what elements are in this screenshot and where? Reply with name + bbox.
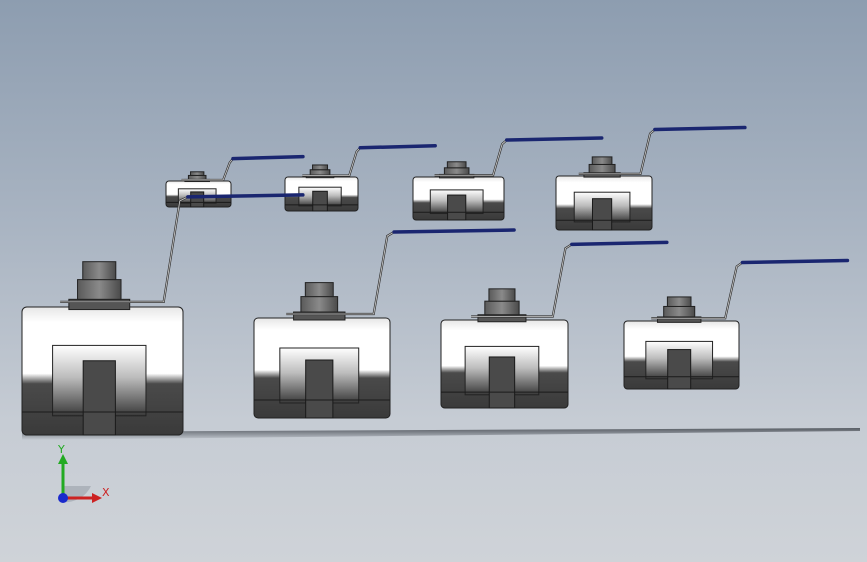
x-axis-arrow (92, 493, 102, 503)
valve-stem-nut (446, 161, 467, 169)
valve-packing-nut (309, 169, 331, 176)
valve-handle-highlight (286, 231, 395, 315)
valve-port (667, 349, 692, 390)
valve-stem-nut (304, 282, 334, 298)
valve-handle-grip (358, 144, 437, 150)
valve-packing-nut (187, 174, 207, 180)
ball-valve-5[interactable] (21, 193, 305, 436)
valve-handle-grip (392, 228, 516, 234)
ball-valve-4[interactable] (555, 125, 747, 231)
valve-stem-nut (488, 288, 516, 302)
valve-stem-nut (190, 171, 205, 176)
valve-handle-highlight (181, 158, 234, 181)
valve-port (591, 198, 613, 231)
z-axis-dot (58, 493, 68, 503)
valve-packing-nut (588, 163, 616, 174)
valve-port (305, 359, 334, 419)
valve-stem-nut (82, 261, 117, 281)
valve-handle-highlight (302, 147, 361, 177)
ball-valve-8[interactable] (623, 258, 850, 390)
valve-handle-grip (740, 258, 850, 265)
valve-stem-nut (312, 164, 329, 171)
floor-shadow (22, 428, 860, 440)
valve-handle-highlight (578, 129, 656, 175)
valve-stem-nut (666, 296, 692, 307)
valve-handle-grip (653, 125, 747, 132)
valve-handle-grip (570, 240, 669, 247)
valve-port (488, 356, 516, 409)
x-axis-label: X (102, 486, 110, 499)
valve-handle-highlight (60, 196, 189, 303)
ball-valve-3[interactable] (412, 136, 604, 221)
valve-handle-highlight (651, 262, 743, 319)
ball-valve-1[interactable] (165, 154, 305, 208)
valve-port (190, 191, 205, 208)
ball-valve-7[interactable] (440, 240, 669, 409)
valve-handle-highlight (471, 243, 573, 317)
valve-handle-grip (186, 193, 305, 199)
valve-handle-highlight (434, 139, 507, 176)
axis-triad (58, 454, 102, 503)
valve-packing-nut (300, 296, 339, 313)
valve-packing-nut (663, 305, 696, 318)
valve-packing-nut (443, 167, 470, 175)
ball-valve-6[interactable] (253, 228, 516, 419)
valve-packing-nut (484, 300, 520, 316)
y-axis-label: Y (58, 443, 65, 456)
valve-stem-nut (591, 156, 613, 165)
valve-packing-nut (77, 279, 122, 300)
valve-port (312, 190, 328, 212)
valve-port (447, 194, 467, 221)
valve-handle-grip (504, 136, 604, 142)
valve-port (82, 360, 116, 436)
valve-handle-grip (231, 154, 305, 161)
y-axis-arrow (58, 454, 68, 464)
